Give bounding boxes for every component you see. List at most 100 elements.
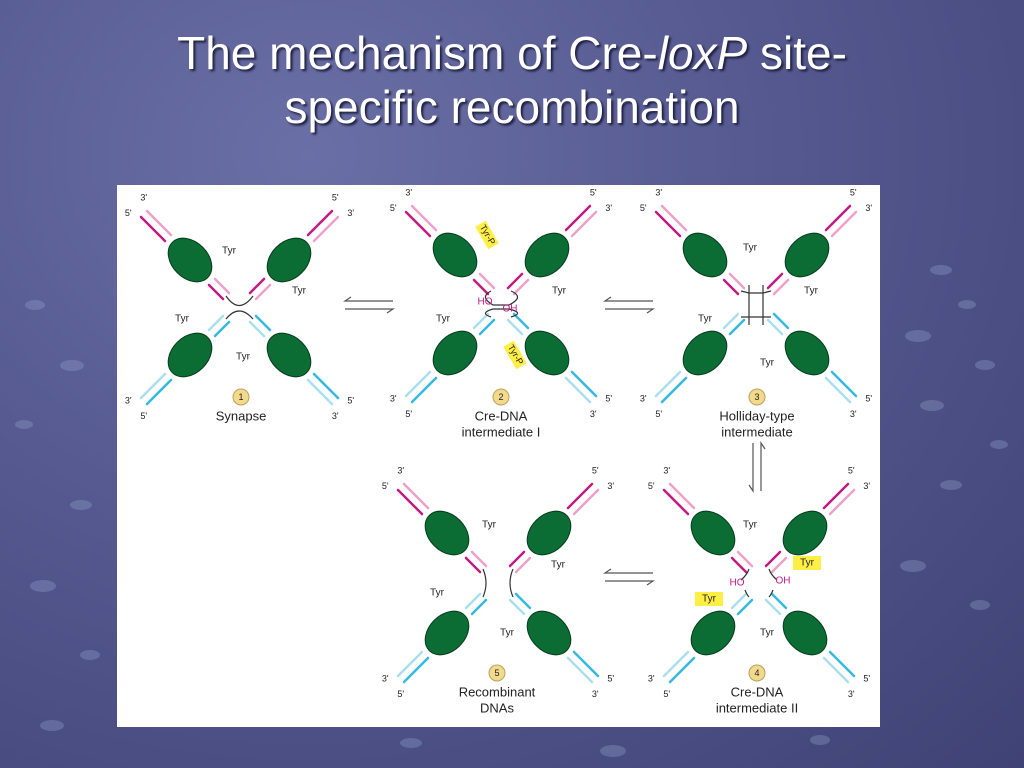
- step-5-number: 5: [494, 668, 499, 678]
- p2-arm-tr-label-3prime: 3': [605, 203, 612, 213]
- p4-arm-tr-dna-inner-b: [770, 556, 788, 574]
- p2-arm-tr-dna-inner-b: [512, 278, 530, 296]
- p4-arm-bl-dna-inner-a: [736, 598, 754, 616]
- p2-arm-br-dna-inner-a: [512, 312, 530, 330]
- p2-arm-tl-label-5prime: 5': [390, 203, 397, 213]
- p5-arm-bl-dna-strand-a: [402, 656, 430, 684]
- p1-arm-tl-label-3prime: 3': [140, 193, 147, 203]
- p3-tyr-2: Tyr: [804, 286, 819, 297]
- p5-tyr-4: Tyr: [500, 628, 515, 639]
- p5-arm-tl-label-3prime: 3': [397, 466, 404, 476]
- title-line-1: The mechanism of Cre-loxP site-: [0, 26, 1024, 80]
- p3-arm-tr-cre-protein: [784, 232, 830, 278]
- p1-tyr-2: Tyr: [292, 286, 307, 297]
- p3-arm-tr-label-5prime: 5': [850, 188, 857, 198]
- p2-arm-tl-dna-strand-b: [410, 204, 438, 232]
- p4-arm-bl-label-3prime: 3': [648, 674, 655, 684]
- step-4-label-line2: intermediate II: [716, 700, 798, 715]
- p2-arm-bl-dna-inner-b: [472, 312, 490, 330]
- p3-tyr-4: Tyr: [760, 358, 775, 369]
- p2-tyr-1: Tyr: [552, 286, 567, 297]
- p4-arm-tl-dna-strand-b: [668, 482, 696, 510]
- arrows-3-4-down: [748, 443, 754, 493]
- step-4-badge: [748, 664, 766, 682]
- p3-arm-br-dna-inner-a: [772, 312, 790, 330]
- step-1-number: 1: [238, 392, 243, 402]
- p1-arm-tr-dna-strand-b: [312, 215, 340, 243]
- p1-arm-br-dna-inner-a: [254, 314, 272, 332]
- title-text-2: site-: [747, 27, 847, 79]
- p5-tyr-3: Tyr: [430, 588, 445, 599]
- p1-arm-bl-label-3prime: 3': [125, 396, 132, 406]
- p5-arm-bl-dna-inner-a: [470, 598, 488, 616]
- p5-arm-tr-cre-protein: [526, 510, 572, 556]
- p1-arm-br-label-5prime: 5': [347, 396, 354, 406]
- title-text-1: The mechanism of Cre-: [177, 27, 658, 79]
- p1-arm-br-cre-protein: [266, 332, 312, 378]
- p1-arm-tl-dna-inner-b: [213, 277, 231, 295]
- p2-arm-tr-cre-protein: [524, 232, 570, 278]
- p5-arm-tl-cre-protein: [424, 510, 470, 556]
- p4-arm-br-dna-strand-b: [822, 656, 850, 684]
- step-2-label-line2: intermediate I: [462, 424, 541, 439]
- p5-arm-tl-dna-inner-b: [470, 550, 488, 568]
- p2-arm-bl-dna-strand-b: [404, 370, 432, 398]
- p4-arm-br-dna-inner-a: [770, 592, 788, 610]
- arrows-4-5-left: [603, 568, 653, 574]
- p4-arm-bl-dna-strand-a: [668, 656, 696, 684]
- p5-arm-tr-dna-strand-b: [572, 488, 600, 516]
- p4-arm-br-dna-inner-b: [764, 598, 782, 616]
- p4-tyr-4: Tyr: [760, 628, 775, 639]
- p1-arm-tr-cre-protein: [266, 237, 312, 283]
- title-line-2: specific recombination: [284, 81, 740, 133]
- p4-arm-tr-label-3prime: 3': [863, 481, 870, 491]
- arrows-4-5-right: [605, 580, 655, 586]
- p1-arm-bl-dna-inner-a: [213, 320, 231, 338]
- step-2-number: 2: [498, 392, 503, 402]
- step-1-badge: [232, 388, 250, 406]
- p4-tyr-3: Tyr: [702, 594, 717, 605]
- p4-tyr-2: Tyr: [800, 558, 815, 569]
- p3-arm-tl-dna-strand-b: [660, 204, 688, 232]
- arrows-1-2-right: [345, 308, 395, 314]
- p4-arm-bl-dna-strand-b: [662, 650, 690, 678]
- p1-tyr-1: Tyr: [222, 246, 237, 257]
- p2-dna-top: [484, 290, 519, 306]
- step-2-badge: [492, 388, 510, 406]
- p3-arm-bl-dna-strand-a: [660, 376, 688, 404]
- p3-arm-bl-label-5prime: 5': [655, 409, 662, 419]
- p1-arm-br-dna-strand-b: [306, 378, 334, 406]
- p2-arm-tr-label-5prime: 5': [590, 188, 597, 198]
- step-2-label-line1: Cre-DNA: [475, 408, 528, 423]
- arrows-3-4-up: [760, 441, 766, 491]
- step-5-badge: [488, 664, 506, 682]
- p2-tyrp-bottom-highlight: [503, 340, 527, 370]
- p1-arm-tr-dna-strand-a: [306, 209, 334, 237]
- p3-arm-tr-dna-strand-a: [824, 204, 852, 232]
- p1-arm-tl-dna-strand-a: [139, 215, 167, 243]
- p2-arm-tl-dna-inner-a: [472, 278, 490, 296]
- p5-arm-tr-label-5prime: 5': [592, 466, 599, 476]
- p2-arm-tl-cre-protein: [432, 232, 478, 278]
- p4-arm-br-dna-strand-a: [828, 650, 856, 678]
- slide-title: The mechanism of Cre-loxP site- specific…: [0, 26, 1024, 134]
- p2-tyrp-top-highlight: [475, 220, 499, 250]
- p2-ho-label: HO: [478, 297, 493, 308]
- p5-arm-tr-dna-inner-b: [514, 556, 532, 574]
- p1-arm-bl-label-5prime: 5': [140, 411, 147, 421]
- arrows-2-3: [603, 296, 655, 314]
- p5-arm-bl-dna-strand-b: [396, 650, 424, 678]
- p1-dna-link-top: [225, 295, 254, 307]
- p5-arm-bl-cre-protein: [424, 610, 470, 656]
- p4-arm-br-cre-protein: [782, 610, 828, 656]
- p2-arm-tr-dna-inner-a: [506, 272, 524, 290]
- p2-arm-tl-dna-strand-a: [404, 210, 432, 238]
- p1-tyr-4: Tyr: [236, 352, 251, 363]
- p2-tyr-2: Tyr: [436, 314, 451, 325]
- p1-arm-tr-dna-inner-b: [254, 283, 272, 301]
- step-1-label-line1: Synapse: [216, 408, 267, 423]
- p3-arm-bl-cre-protein: [682, 330, 728, 376]
- p4-dna-bottom-right: [768, 589, 774, 598]
- p4-tyr-3-highlight: [695, 592, 723, 606]
